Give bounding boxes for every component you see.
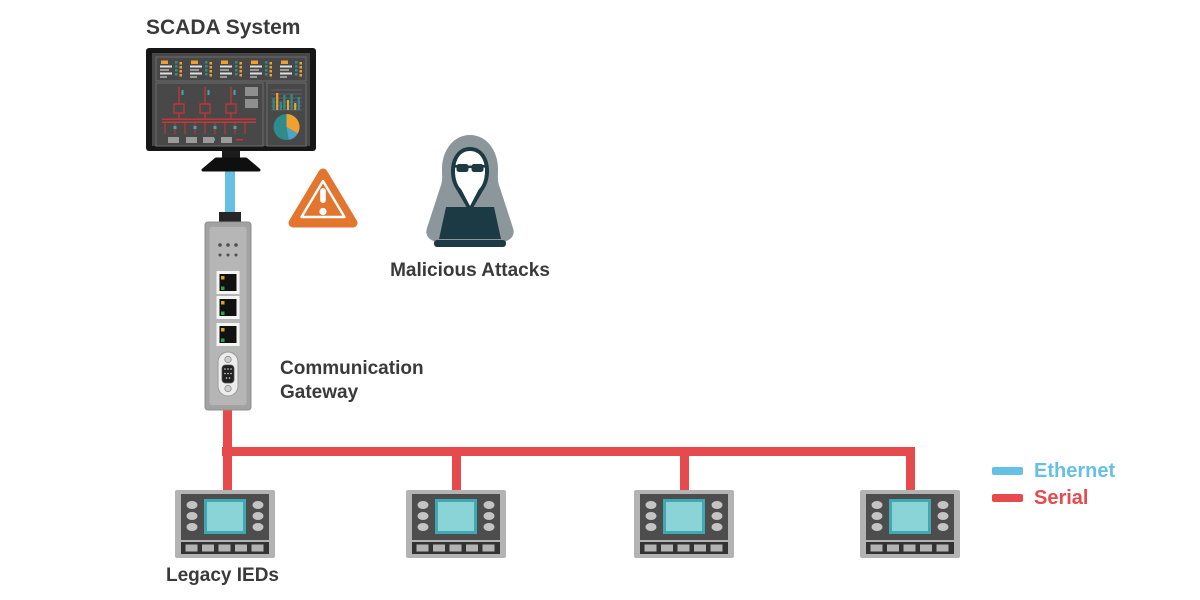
laptop-base bbox=[434, 240, 506, 247]
serial-drop-4 bbox=[906, 447, 915, 492]
warning-triangle-icon bbox=[288, 168, 358, 228]
scada-system-label: SCADA System bbox=[146, 16, 301, 39]
ied-device-3 bbox=[634, 490, 734, 558]
gateway-status-leds bbox=[218, 243, 238, 257]
ethernet-port-3 bbox=[216, 323, 240, 346]
gateway-label-line1: Communication bbox=[280, 358, 424, 379]
ethernet-line-swatch bbox=[992, 467, 1023, 475]
serial-db9-port bbox=[217, 351, 239, 397]
serial-drop-3 bbox=[680, 447, 689, 492]
dashboard-widget-strip bbox=[155, 56, 307, 82]
malicious-attacks-label: Malicious Attacks bbox=[390, 260, 550, 281]
legend: Ethernet Serial bbox=[992, 459, 1116, 509]
ied-device-2 bbox=[406, 490, 506, 558]
ethernet-port-1 bbox=[216, 271, 240, 294]
scada-monitor-icon bbox=[146, 48, 316, 172]
ethernet-cable bbox=[225, 158, 235, 228]
ethernet-port-2 bbox=[216, 296, 240, 319]
gateway-icon bbox=[204, 212, 252, 411]
legend-item-ethernet: Ethernet bbox=[992, 459, 1116, 482]
ied-device-4 bbox=[860, 490, 960, 558]
monitor-neck bbox=[222, 151, 240, 159]
legend-item-serial: Serial bbox=[992, 486, 1115, 509]
serial-bus bbox=[222, 447, 915, 456]
legend-label-serial: Serial bbox=[1034, 486, 1089, 509]
serial-drop-2 bbox=[452, 447, 461, 492]
hacker-icon bbox=[426, 135, 514, 247]
legend-label-ethernet: Ethernet bbox=[1034, 459, 1116, 482]
ied-device-1 bbox=[175, 490, 275, 558]
sunglasses bbox=[451, 164, 489, 172]
gateway-label-line2: Gateway bbox=[280, 382, 359, 403]
dashboard-chart-panel bbox=[266, 82, 307, 147]
monitor-base bbox=[201, 157, 261, 172]
laptop-lid bbox=[439, 207, 501, 239]
gateway-label: Communication Gateway bbox=[280, 357, 424, 405]
dashboard-oneline-panel bbox=[155, 82, 264, 147]
serial-line-swatch bbox=[992, 494, 1023, 502]
legacy-ieds-label: Legacy IEDs bbox=[166, 565, 279, 586]
